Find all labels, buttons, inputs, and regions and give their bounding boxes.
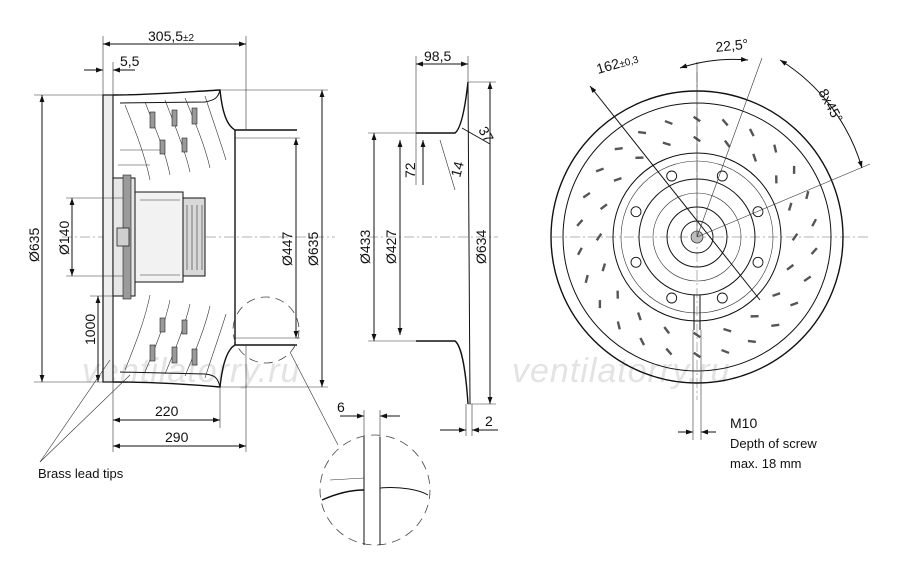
blade-slot: [803, 275, 812, 283]
motor-body: [134, 191, 184, 283]
blade-slot: [791, 233, 799, 241]
blade-slot: [637, 130, 647, 135]
dim-flange-thickness: 5,5: [120, 53, 140, 69]
detail-marker-circle: [232, 296, 300, 364]
front-view: M10 Depth of screw max. 18 mm 162±0,3 22…: [550, 36, 871, 471]
blade-slot: [595, 233, 603, 241]
blade-slot: [775, 175, 778, 184]
ring-profile-upper: [416, 81, 469, 134]
impeller-blades-lower: [124, 294, 227, 379]
blade-slot: [662, 141, 671, 147]
dim-ring-37: 37: [475, 124, 497, 146]
blade-slot: [752, 153, 758, 162]
blade-slot: [786, 263, 795, 271]
dim-ring-dia-433: Ø433: [357, 230, 373, 264]
blade-slot: [787, 202, 793, 211]
watermark-left: ventilatorry.ru: [82, 352, 300, 390]
blade-slot: [693, 351, 702, 359]
bolt-hole: [716, 170, 728, 182]
bolt-hole: [630, 206, 642, 218]
dim-angle-22-5: 22,5°: [715, 36, 749, 55]
blade-slot: [582, 191, 591, 199]
blade-slot: [693, 331, 701, 339]
detail-circle: [319, 434, 431, 546]
blade-slot: [616, 290, 619, 299]
blade-slot: [811, 218, 818, 227]
dim-hub-dia: Ø140: [56, 221, 72, 255]
blade-slot: [598, 300, 602, 309]
detail-view: 6: [319, 399, 431, 546]
bolt-hole: [666, 292, 678, 304]
blade-slot: [772, 292, 781, 298]
blade-slot: [771, 323, 780, 327]
blade-slot: [723, 139, 731, 148]
note-depth-line2: max. 18 mm: [730, 456, 802, 471]
blade-slot: [616, 321, 621, 330]
blade-slot: [595, 167, 604, 173]
blade-slot: [663, 326, 671, 335]
dim-detail-6: 6: [337, 399, 345, 415]
blade-slot: [747, 339, 757, 344]
motor-rotor: [182, 197, 206, 277]
bolt-hole: [752, 206, 764, 218]
inlet-ring-view: 98,5 37 72 14 Ø433 Ø427 Ø634 2: [357, 48, 498, 436]
bolt-hole: [630, 256, 642, 268]
blade-slot: [636, 312, 642, 321]
blade-slot: [790, 301, 799, 307]
blade-slot: [723, 327, 732, 333]
blade-slot: [639, 337, 646, 346]
motor-hub-cap: [116, 227, 130, 247]
bolt-hole: [716, 292, 728, 304]
front-blade-slots: [576, 115, 818, 359]
dim-ring-72: 72: [402, 162, 418, 178]
bolt-hole: [752, 256, 764, 268]
blade-slots-lower: [149, 317, 198, 366]
blade-slot: [635, 156, 644, 159]
mounting-flange: [102, 94, 114, 383]
blade-slot: [576, 219, 584, 227]
dim-overall-length: 305,5±2: [148, 28, 195, 44]
blade-slot: [805, 190, 810, 200]
dim-depth-290: 290: [165, 429, 189, 445]
blade-slot: [584, 274, 589, 284]
dim-ring-dia-634: Ø634: [473, 230, 489, 264]
blade-slot: [665, 347, 673, 356]
blade-slots-upper: [149, 107, 198, 155]
dim-depth-220: 220: [155, 403, 179, 419]
note-depth-line1: Depth of screw: [730, 436, 817, 451]
blade-slot: [773, 144, 778, 153]
dim-mount-height: 1000: [82, 314, 98, 345]
dim-inner-dia-447: Ø447: [279, 232, 295, 266]
blade-slot: [599, 203, 608, 211]
dim-ring-width: 98,5: [424, 48, 451, 64]
dim-ring-14: 14: [447, 159, 467, 178]
note-thread: M10: [730, 415, 757, 431]
dim-angle-8x45: 8x45°: [815, 86, 846, 125]
side-view: 305,5±2 5,5 Ø635 Ø140 1000 Ø447 Ø635: [26, 28, 339, 481]
blade-slot: [750, 315, 759, 318]
dim-ring-2: 2: [485, 413, 493, 429]
bolt-hole: [666, 170, 678, 182]
blade-slot: [721, 118, 729, 127]
dim-pitch-dia: 162±0,3: [594, 50, 640, 77]
blade-slot: [810, 247, 818, 255]
blade-slot: [576, 247, 583, 256]
blade-slot: [613, 176, 622, 182]
front-bolt-holes: [630, 170, 764, 304]
note-brass-lead-tips: Brass lead tips: [38, 466, 124, 481]
blade-slot: [614, 147, 623, 151]
blade-slot: [601, 263, 607, 272]
blade-slot: [664, 119, 673, 126]
dim-ring-dia-427: Ø427: [383, 230, 399, 264]
dim-outer-dia-635: Ø635: [305, 232, 321, 266]
impeller-blades-upper: [118, 95, 227, 181]
ring-profile-lower: [416, 340, 469, 405]
blade-slot: [792, 165, 796, 174]
blade-slot: [748, 128, 755, 137]
blade-slot: [721, 348, 730, 355]
dim-outer-dia-left: Ø635: [26, 228, 42, 262]
